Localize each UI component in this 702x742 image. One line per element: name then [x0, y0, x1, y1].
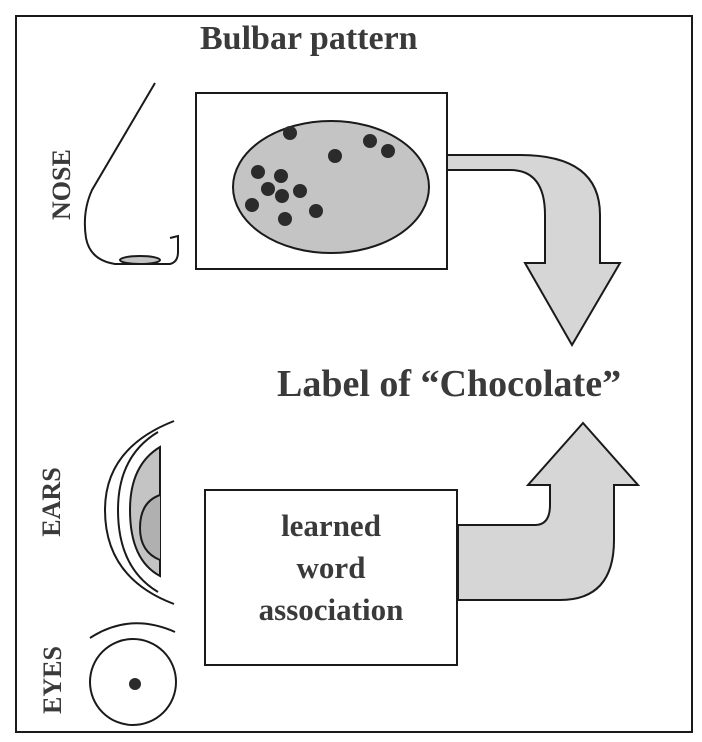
activation-dot: [274, 169, 288, 183]
association-line-1: learned: [281, 508, 381, 543]
association-text: learned word association: [205, 505, 457, 631]
eye-icon: [89, 622, 177, 726]
activation-dot: [328, 149, 342, 163]
bulbar-pattern-title: Bulbar pattern: [200, 20, 418, 57]
nose-label: NOSE: [47, 149, 76, 220]
nose-icon: [83, 82, 179, 265]
activation-dot: [251, 165, 265, 179]
association-box: [204, 489, 458, 666]
right-up-arrow-icon: [457, 421, 641, 601]
association-line-2: word: [296, 550, 366, 585]
ears-label: EARS: [37, 467, 66, 537]
eyes-label: EYES: [38, 646, 67, 714]
activation-dot: [363, 134, 377, 148]
activation-dot: [261, 182, 275, 196]
activation-dots: [245, 126, 395, 226]
activation-dot: [309, 204, 323, 218]
activation-dot: [283, 126, 297, 140]
activation-dot: [245, 198, 259, 212]
association-line-3: association: [258, 592, 404, 627]
ear-icon: [103, 420, 175, 605]
activation-dot: [293, 184, 307, 198]
right-down-arrow-icon: [446, 154, 622, 347]
activation-dot: [275, 189, 289, 203]
activation-dot: [381, 144, 395, 158]
outer-frame: [15, 15, 693, 733]
activation-dot: [278, 212, 292, 226]
output-label: Label of “Chocolate”: [277, 363, 622, 405]
